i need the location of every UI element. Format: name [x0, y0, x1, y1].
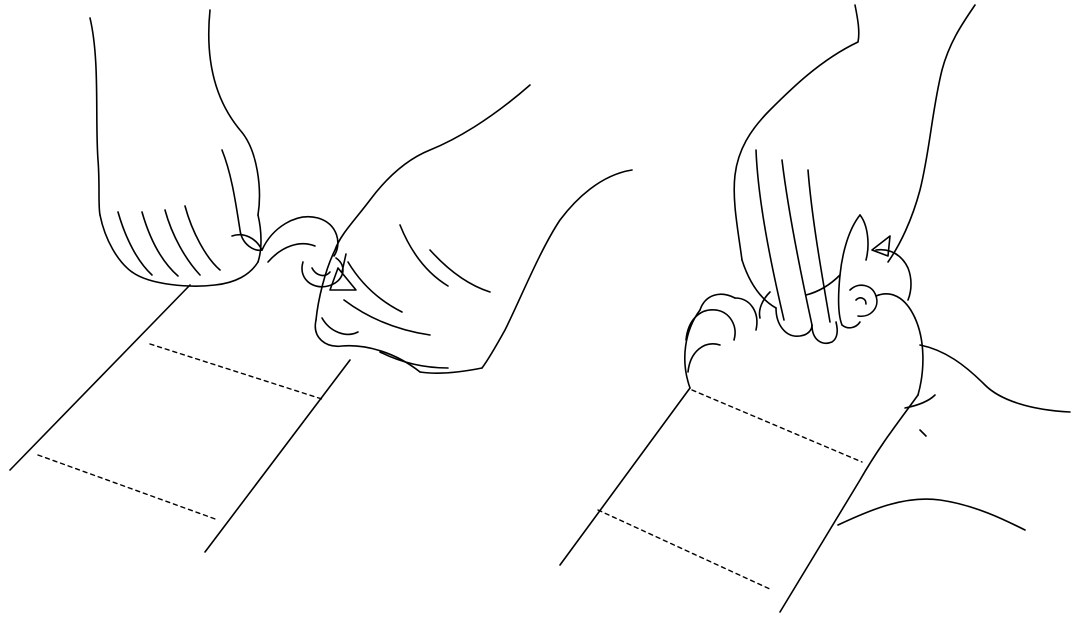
hand-icon: [734, 5, 975, 343]
right-background-sheet: [838, 345, 1070, 530]
right-fold-line-lower: [598, 510, 772, 590]
left-paper-curl: [262, 217, 343, 287]
hand-icon: [315, 85, 632, 373]
right-paper-strip: [560, 310, 923, 612]
right-fold-line-upper: [692, 390, 862, 462]
left-panel: [10, 10, 632, 552]
fold-direction-arrow-icon: [872, 236, 911, 300]
hand-icon: [90, 10, 262, 286]
left-fold-line-lower: [38, 455, 218, 520]
left-fold-line-upper: [150, 344, 325, 400]
right-panel: [560, 5, 1070, 612]
right-rolled-paper: [686, 294, 757, 372]
left-paper-strip: [10, 285, 350, 552]
